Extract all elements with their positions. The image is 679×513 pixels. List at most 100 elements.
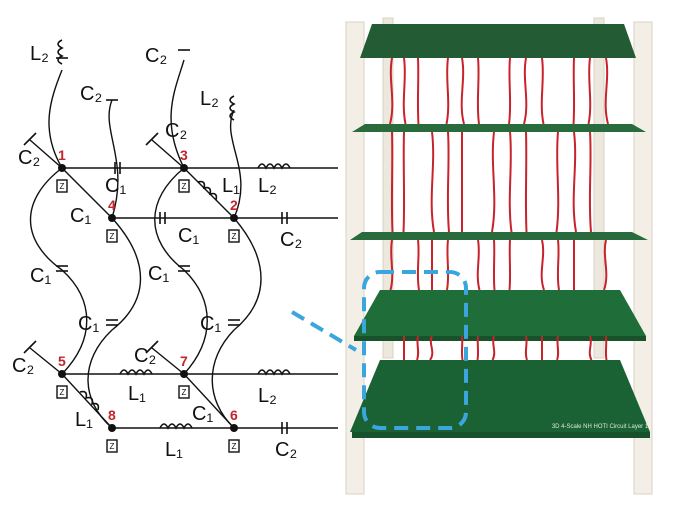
node-7 <box>180 370 188 378</box>
wire-5 <box>476 57 480 125</box>
label-L1-5-7: L₁ <box>128 383 146 405</box>
board-edge-2 <box>354 336 646 341</box>
circuit-schematic <box>23 39 338 453</box>
wire-9 <box>572 57 576 125</box>
wire-43 <box>588 335 593 361</box>
wire-diag-1-4 <box>61 167 113 219</box>
node-label-5: 5 <box>58 353 66 369</box>
wire-7 <box>523 57 528 125</box>
post-right-back <box>593 17 605 359</box>
node-label-1: 1 <box>58 147 66 163</box>
node-number-labels: 1 2 3 4 5 6 7 8 <box>58 147 238 423</box>
wire-44 <box>604 335 608 361</box>
wire-cap-1 <box>29 139 63 169</box>
board-layer-2 <box>354 290 646 336</box>
label-L1-5-8: L₁ <box>75 409 93 431</box>
board-layer-5 <box>360 24 636 58</box>
z-label-7: Z <box>182 388 187 397</box>
cap-corner-3 <box>145 132 159 146</box>
wire-10 <box>587 57 592 125</box>
node-6 <box>230 424 238 432</box>
label-C2-top-left: C₂ <box>145 45 167 67</box>
z-label-2: Z <box>232 232 237 241</box>
wire-22 <box>588 131 592 233</box>
wire-14 <box>430 131 435 233</box>
hardware-photo: 3D 4-Scale NH HOTI Circuit Layer 1 <box>290 17 653 495</box>
wire-3 <box>445 57 450 125</box>
node-label-7: 7 <box>180 353 188 369</box>
label-C1-midright: C₁ <box>200 313 221 335</box>
wire-15 <box>446 131 450 233</box>
label-C2-left-1: C₂ <box>18 147 40 169</box>
board-layer-4 <box>352 124 646 132</box>
wire-17 <box>491 131 496 233</box>
wire-cap-5 <box>29 347 63 375</box>
z-box-4 <box>106 229 118 243</box>
label-L1-8-6: L₁ <box>165 439 183 461</box>
ind-top-left <box>57 39 64 65</box>
z-box-3 <box>178 179 190 193</box>
ind-3-2 <box>197 180 218 201</box>
wire-19 <box>524 131 528 233</box>
z-labels: Z Z Z Z Z Z Z Z <box>60 182 237 451</box>
label-L2-right-3: L₂ <box>258 175 277 197</box>
z-box-1 <box>56 179 68 193</box>
cap-corner-7 <box>145 340 159 354</box>
inductor-symbols <box>57 39 291 430</box>
label-C1-7-6: C₁ <box>192 403 213 425</box>
z-box-8 <box>106 439 118 453</box>
node-2 <box>230 214 238 222</box>
label-C2-top-mid: C₂ <box>80 83 102 105</box>
wire-27 <box>476 239 481 291</box>
wire-12 <box>390 131 394 233</box>
highlight-pointer <box>290 310 358 352</box>
z-box-6 <box>228 439 240 453</box>
wire-11 <box>604 57 609 125</box>
cap-corner-1 <box>23 132 37 146</box>
label-C1-4-2: C₁ <box>178 225 199 247</box>
node-label-3: 3 <box>180 147 188 163</box>
wire-24 <box>416 239 420 291</box>
wire-30 <box>540 239 545 291</box>
z-label-6: Z <box>232 442 237 451</box>
wire-top-3 <box>170 59 185 169</box>
label-L2-top-mid: L₂ <box>200 88 219 110</box>
wire-38 <box>476 335 480 361</box>
ind-5-7 <box>119 369 153 376</box>
label-C1-1-4: C₁ <box>70 205 91 227</box>
post-right-front <box>633 21 653 495</box>
node-8 <box>108 424 116 432</box>
label-C2-left-5: C₂ <box>12 355 34 377</box>
wire-bundle <box>389 57 609 361</box>
z-box-2 <box>228 229 240 243</box>
wire-23 <box>389 239 394 291</box>
z-box-5 <box>56 385 68 399</box>
label-C1-midcenter: C₁ <box>148 263 169 285</box>
node-4 <box>108 214 116 222</box>
label-L2-top-left: L₂ <box>30 43 49 65</box>
z-label-3: Z <box>182 182 187 191</box>
label-C2-right-2: C₂ <box>280 229 302 251</box>
z-label-5: Z <box>60 388 65 397</box>
wire-top-2 <box>229 109 242 219</box>
wire-33 <box>603 239 608 291</box>
wire-diag-3-2 <box>183 167 235 219</box>
wire-cap-3 <box>151 139 185 169</box>
wire-39 <box>491 335 496 361</box>
label-C1-midleft: C₁ <box>78 313 99 335</box>
wire-42 <box>556 335 560 361</box>
board-layer-1 <box>350 360 650 432</box>
wire-26 <box>446 239 450 291</box>
wire-4 <box>460 57 465 125</box>
wire-1 <box>402 57 407 125</box>
wire-cap-7 <box>151 347 185 375</box>
wire-20 <box>555 131 560 233</box>
node-5 <box>58 370 66 378</box>
board-label-text: 3D 4-Scale NH HOTI Circuit Layer 1 <box>552 424 649 430</box>
wire-8 <box>540 57 545 125</box>
wire-35 <box>416 335 420 361</box>
wire-40 <box>524 335 528 361</box>
label-L1-3-2: L₁ <box>222 175 240 197</box>
